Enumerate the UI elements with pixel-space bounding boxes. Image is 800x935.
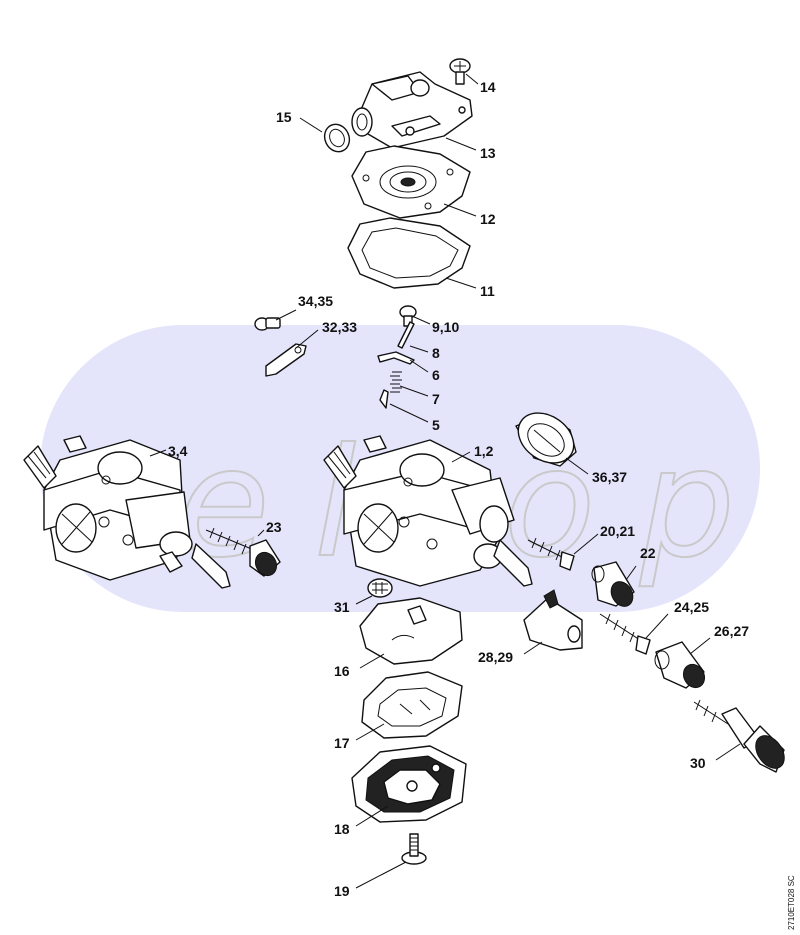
part-diaphragm-12	[351, 145, 471, 219]
callout-30: 30	[690, 755, 706, 771]
callout-1-2: 1,2	[474, 443, 494, 459]
callout-23: 23	[266, 519, 282, 535]
part-cylinder-22	[591, 561, 635, 607]
callout-12: 12	[480, 211, 496, 227]
callout-6: 6	[432, 367, 440, 383]
callout-labels: 14 15 13 12 11 34,35 32,33 9,10 8 6 7 5 …	[168, 79, 749, 899]
part-gasket-17	[361, 671, 463, 739]
part-block-28-29	[523, 589, 583, 651]
part-carburetor-3-4	[23, 435, 231, 589]
callout-15: 15	[276, 109, 292, 125]
part-pump-cover-13	[351, 71, 473, 149]
part-gasket-11	[347, 217, 471, 289]
callout-32-33: 32,33	[322, 319, 357, 335]
part-carburetor-1-2	[323, 435, 533, 587]
document-code: 2710ET028 SC	[787, 875, 796, 930]
callout-18: 18	[334, 821, 350, 837]
part-adjuster-20-21	[527, 537, 575, 571]
callout-8: 8	[432, 345, 440, 361]
part-needle-24-25	[599, 613, 651, 655]
callout-34-35: 34,35	[298, 293, 333, 309]
part-cap-36-37	[515, 412, 577, 467]
leader-lines	[149, 73, 741, 889]
callout-16: 16	[334, 663, 350, 679]
part-screw-14	[449, 58, 471, 85]
part-screw-34-35	[254, 317, 281, 331]
callout-17: 17	[334, 735, 350, 751]
callout-11: 11	[480, 283, 495, 299]
part-adjuster-23	[205, 527, 281, 577]
part-needle-5	[379, 389, 389, 409]
callout-36-37: 36,37	[592, 469, 627, 485]
part-screw-9-10	[399, 305, 417, 327]
callout-14: 14	[480, 79, 496, 95]
part-pin-8	[397, 321, 415, 349]
callout-31: 31	[334, 599, 350, 615]
callout-24-25: 24,25	[674, 599, 709, 615]
callout-7: 7	[432, 391, 440, 407]
part-lever-6	[377, 351, 415, 365]
part-screw-19	[401, 833, 427, 865]
callout-28-29: 28,29	[478, 649, 513, 665]
callout-9-10: 9,10	[432, 319, 459, 335]
callout-22: 22	[640, 545, 656, 561]
callout-19: 19	[334, 883, 350, 899]
callout-13: 13	[480, 145, 496, 161]
callout-26-27: 26,27	[714, 623, 749, 639]
callout-20-21: 20,21	[600, 523, 635, 539]
callout-3-4: 3,4	[168, 443, 188, 459]
part-gasket-16	[359, 597, 463, 665]
part-cylinder-26-27	[654, 641, 706, 689]
part-spring-7	[390, 371, 402, 393]
part-cover-18	[351, 745, 467, 823]
part-valve-30	[693, 699, 785, 773]
callout-5: 5	[432, 417, 440, 433]
part-oring-15	[323, 123, 351, 153]
part-filter-31	[367, 578, 393, 598]
